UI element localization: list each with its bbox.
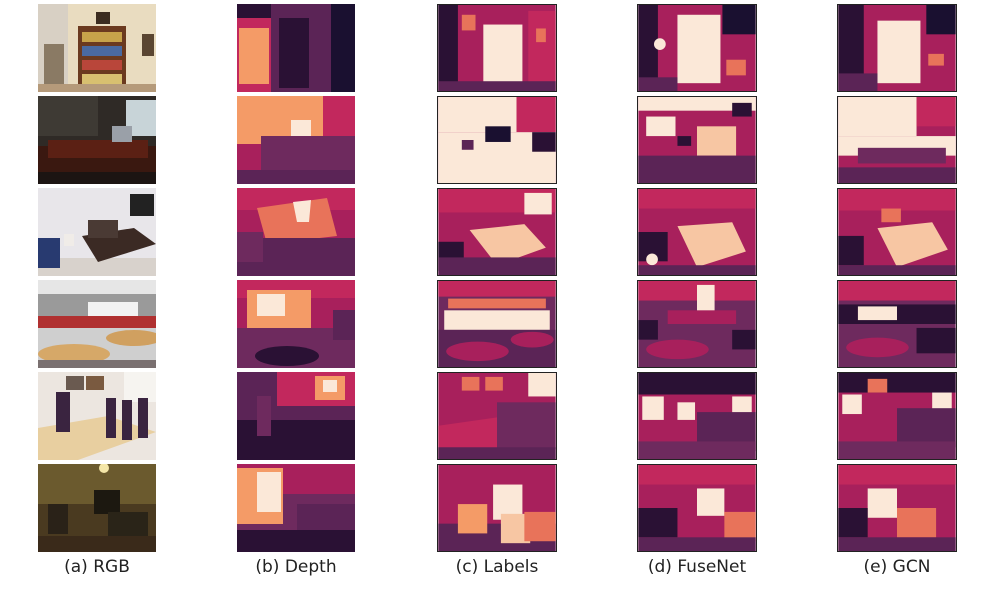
caption-rgb: (a) RGB <box>64 557 130 577</box>
gcn-map-4 <box>837 280 957 368</box>
gcn-map-5 <box>837 372 957 460</box>
caption-fusenet: (d) FuseNet <box>647 557 747 577</box>
gcn-map-3 <box>837 188 957 276</box>
gcn-map-6 <box>837 464 957 552</box>
label-map-5 <box>437 372 557 460</box>
depth-map-3 <box>237 188 355 276</box>
fusenet-map-5 <box>637 372 757 460</box>
label-map-4 <box>437 280 557 368</box>
rgb-image-4 <box>38 280 156 368</box>
caption-depth: (b) Depth <box>255 557 337 577</box>
gcn-map-1 <box>837 4 957 92</box>
label-map-2 <box>437 96 557 184</box>
rgb-image-5 <box>38 372 156 460</box>
rgb-image-2 <box>38 96 156 184</box>
rgb-image-1 <box>38 4 156 92</box>
depth-map-6 <box>237 464 355 552</box>
depth-map-5 <box>237 372 355 460</box>
label-map-1 <box>437 4 557 92</box>
gcn-map-2 <box>837 96 957 184</box>
label-map-3 <box>437 188 557 276</box>
caption-gcn: (e) GCN <box>863 557 931 577</box>
depth-map-2 <box>237 96 355 184</box>
fusenet-map-6 <box>637 464 757 552</box>
rgb-image-3 <box>38 188 156 276</box>
caption-labels: (c) Labels <box>455 557 539 577</box>
depth-map-1 <box>237 4 355 92</box>
fusenet-map-1 <box>637 4 757 92</box>
label-map-6 <box>437 464 557 552</box>
rgb-image-6 <box>38 464 156 552</box>
fusenet-map-2 <box>637 96 757 184</box>
depth-map-4 <box>237 280 355 368</box>
fusenet-map-4 <box>637 280 757 368</box>
fusenet-map-3 <box>637 188 757 276</box>
